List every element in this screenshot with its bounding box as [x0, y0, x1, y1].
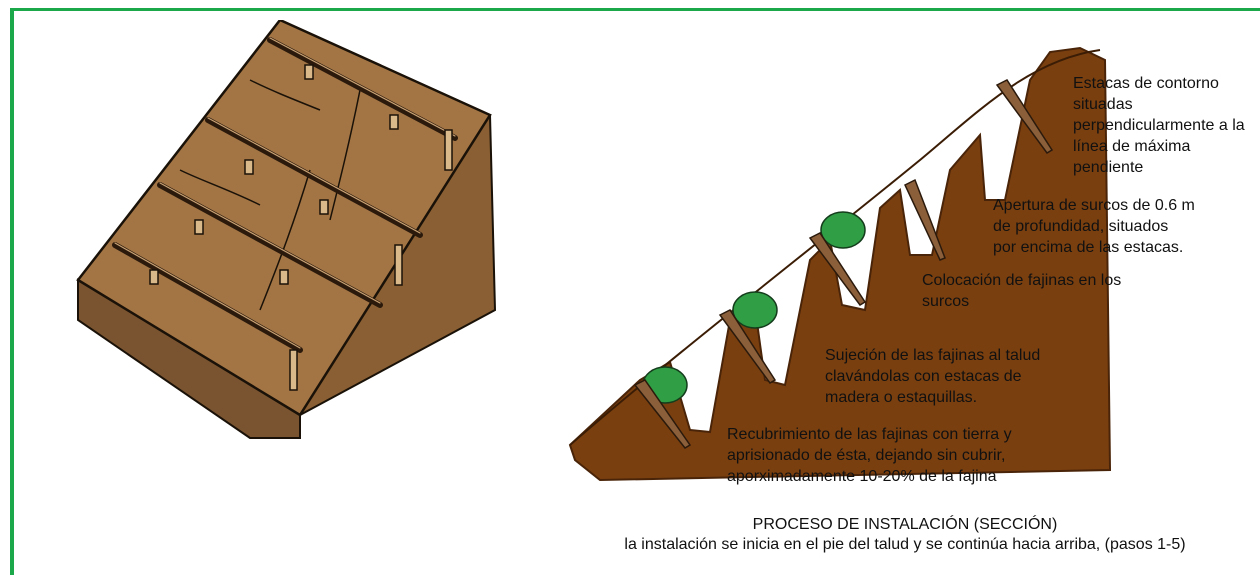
slope-face — [76, 20, 492, 417]
frame-border-left — [10, 8, 14, 575]
stakes — [149, 64, 453, 391]
caption-subtitle: la instalación se inicia en el pie del t… — [624, 536, 1186, 553]
fascines-vegetation — [642, 211, 866, 404]
step5-label: Recubrimiento de las fajinas con tierra … — [727, 426, 1012, 485]
section-stakes — [633, 79, 1054, 449]
caption-title: PROCESO DE INSTALACIÓN (SECCIÓN) — [752, 516, 1058, 533]
step1-label: Estacas de contorno situadas perpendicul… — [1073, 75, 1245, 176]
slope-block-illustration — [76, 20, 497, 439]
step4-label: Sujeción de las fajinas al talud clavánd… — [825, 347, 1041, 406]
installation-section-illustration — [568, 46, 1112, 482]
step2-label: Apertura de surcos de 0.6 m de profundid… — [993, 197, 1195, 256]
step3-label: Colocación de fajinas en los surcos — [922, 272, 1122, 310]
fascine-rows — [112, 37, 458, 353]
frame-border-top — [10, 8, 1260, 11]
